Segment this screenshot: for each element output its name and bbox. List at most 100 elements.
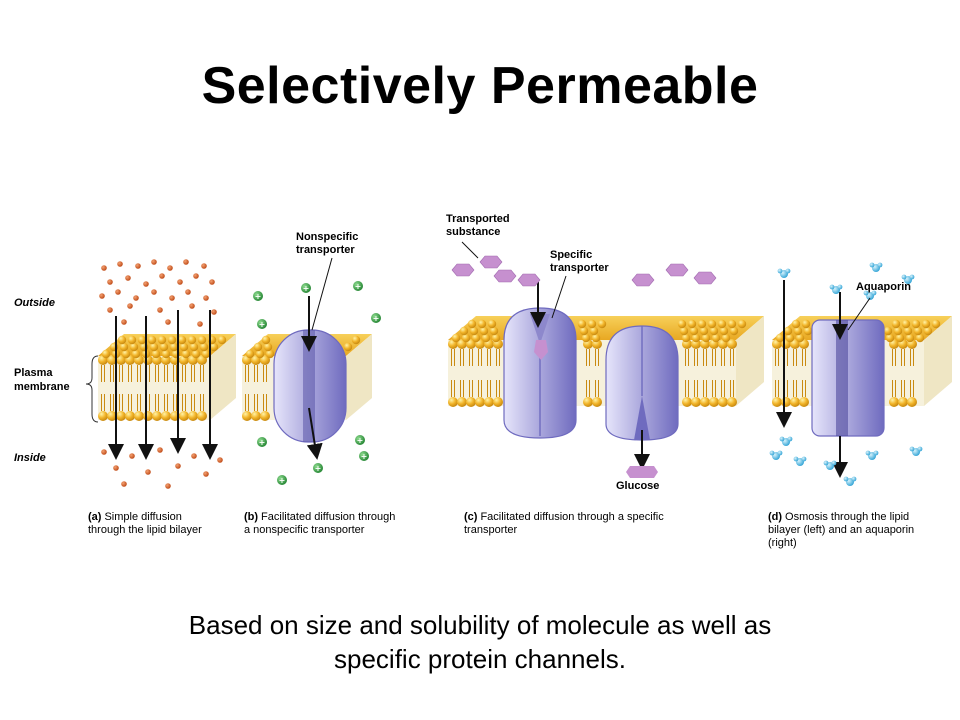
glucose-molecule [626, 466, 658, 478]
lipid-head [785, 333, 795, 343]
lipid-head [161, 349, 171, 359]
membrane-transport-figure: Outside Plasma membrane Inside [14, 213, 952, 549]
ion-molecule [257, 437, 267, 447]
lipid-head [677, 319, 687, 329]
lipid-head [719, 326, 729, 336]
transported-substance-label-line2: substance [446, 226, 500, 238]
lipid-head [179, 342, 189, 352]
plus-sign-icon: + [373, 314, 380, 323]
lipid-head [727, 397, 737, 407]
lipid-head [209, 342, 219, 352]
lipid-head [107, 411, 117, 421]
transported-substance-molecule [517, 273, 541, 287]
caption-d-line2: bilayer (left) and an aquaporin [768, 524, 914, 536]
lipid-head [591, 333, 601, 343]
caption-c-line1: (c)Facilitated diffusion through a speci… [464, 511, 664, 523]
lipid-head [682, 397, 692, 407]
lipid-head [129, 342, 139, 352]
ion-molecule [277, 475, 287, 485]
lipid-head [137, 335, 147, 345]
lipid-head [242, 411, 252, 421]
water-molecule [829, 284, 835, 290]
lipid-head [681, 333, 691, 343]
solute-molecule [99, 293, 105, 299]
lipid-head [461, 333, 471, 343]
lipid-head [101, 349, 111, 359]
lipid-head [905, 333, 915, 343]
lipid-head [475, 397, 485, 407]
water-molecule [831, 460, 837, 466]
transported-substance-molecule [631, 273, 655, 287]
solute-molecule [117, 261, 123, 267]
lipid-head [721, 333, 731, 343]
lipid-head [116, 355, 126, 365]
lipid-head [161, 355, 171, 365]
lipid-head [791, 319, 801, 329]
lipid-head [883, 326, 893, 336]
caption-b-line2: a nonspecific transporter [244, 524, 365, 536]
solute-molecule [185, 289, 191, 295]
water-molecule [801, 456, 807, 462]
lipid-head [143, 411, 153, 421]
lipid-head [98, 411, 108, 421]
lipid-head [481, 333, 491, 343]
lipid-head [188, 411, 198, 421]
lipid-head [711, 333, 721, 343]
water-molecule [869, 262, 875, 268]
lipid-head [457, 397, 467, 407]
specific-transporter-open-inside [605, 325, 679, 478]
lipid-head [790, 339, 800, 349]
lipid-head [471, 333, 481, 343]
lipid-head [245, 349, 255, 359]
transported-substance-molecule [493, 269, 517, 283]
lipid-head [709, 326, 719, 336]
solute-molecule [107, 307, 113, 313]
lipid-head [911, 319, 921, 329]
solute-molecule [197, 321, 203, 327]
lipid-head [467, 319, 477, 329]
ion-molecule [301, 283, 311, 293]
lipid-head [191, 349, 201, 359]
lipid-head [116, 411, 126, 421]
lipid-head [265, 349, 275, 359]
lipid-head [891, 319, 901, 329]
solute-molecule [115, 289, 121, 295]
lipid-head [691, 333, 701, 343]
lipid-head [119, 342, 129, 352]
inside-label: Inside [14, 452, 46, 464]
water-molecule [873, 450, 879, 456]
ion-molecule [313, 463, 323, 473]
solute-molecule [177, 279, 183, 285]
caption-a-line1: (a)Simple diffusion [88, 511, 182, 523]
lipid-head [217, 335, 227, 345]
solute-molecule [203, 295, 209, 301]
specific-pointer [551, 275, 567, 319]
water-molecule [917, 446, 923, 452]
lipid-head [253, 342, 263, 352]
lipid-head [581, 333, 591, 343]
lipid-head [772, 397, 782, 407]
lipid-head [255, 349, 265, 359]
water-molecule [769, 450, 775, 456]
solute-molecule [175, 463, 181, 469]
solute-molecule [169, 295, 175, 301]
plasma-membrane-label-line2: membrane [14, 381, 70, 393]
solute-molecule [157, 307, 163, 313]
lipid-head [197, 335, 207, 345]
aquaporin-protein [811, 292, 885, 478]
ion-molecule [359, 451, 369, 461]
plus-sign-icon: + [357, 436, 364, 445]
lipid-head [493, 397, 503, 407]
solute-molecule [101, 449, 107, 455]
nonspecific-label-line1: Nonspecific [296, 231, 358, 243]
lipid-head [885, 333, 895, 343]
lipid-head [487, 319, 497, 329]
lipid-head [587, 319, 597, 329]
lipid-head [889, 397, 899, 407]
water-molecule [877, 262, 883, 268]
lipid-head [907, 397, 917, 407]
solute-molecule [157, 447, 163, 453]
lipid-head [169, 342, 179, 352]
lipid-head [799, 397, 809, 407]
nonspecific-transporter-protein [273, 296, 347, 460]
